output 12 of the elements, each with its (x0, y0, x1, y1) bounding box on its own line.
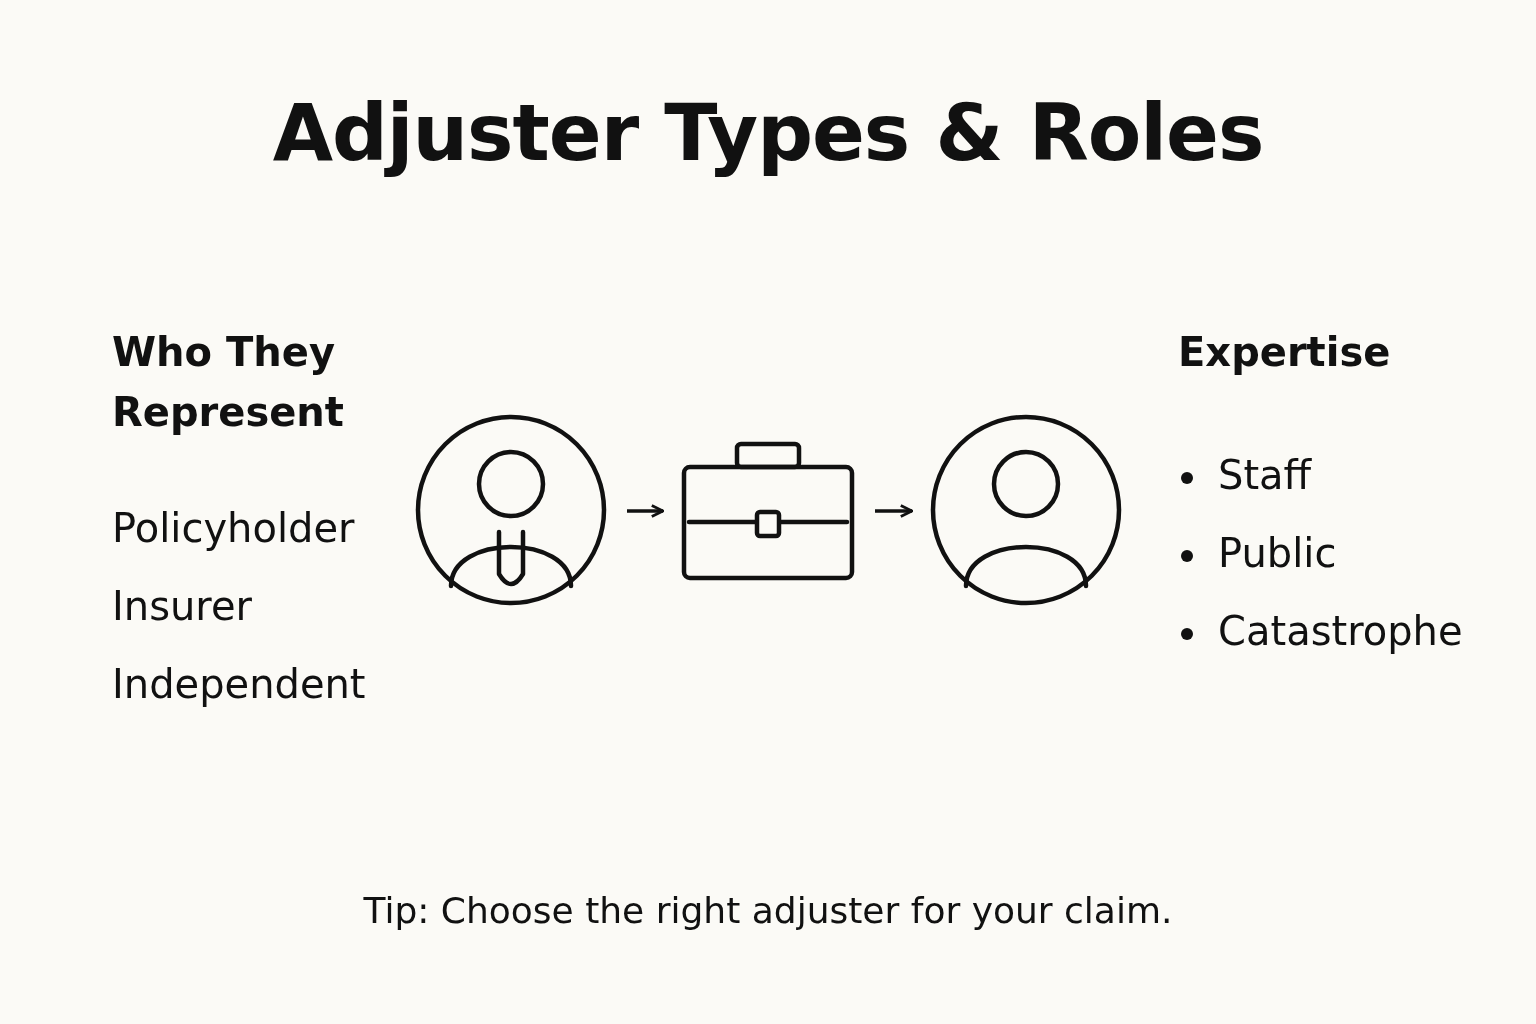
section-heading: Expertise (1178, 328, 1391, 377)
arrow (627, 504, 665, 518)
arrow (875, 504, 914, 518)
tip-caption: Tip: Choose the right adjuster for your claim. (362, 890, 1174, 931)
list-item: Catastrophe (1218, 607, 1463, 655)
list-item: Policyholder (112, 504, 355, 552)
list-item: Independent (112, 660, 366, 708)
section-heading: Who They Represent (112, 328, 345, 437)
title: Adjuster Types & Roles (271, 88, 1265, 178)
list-item: Insurer (112, 582, 252, 630)
list-item: Public (1218, 529, 1337, 577)
list-item: Staff (1218, 451, 1312, 499)
